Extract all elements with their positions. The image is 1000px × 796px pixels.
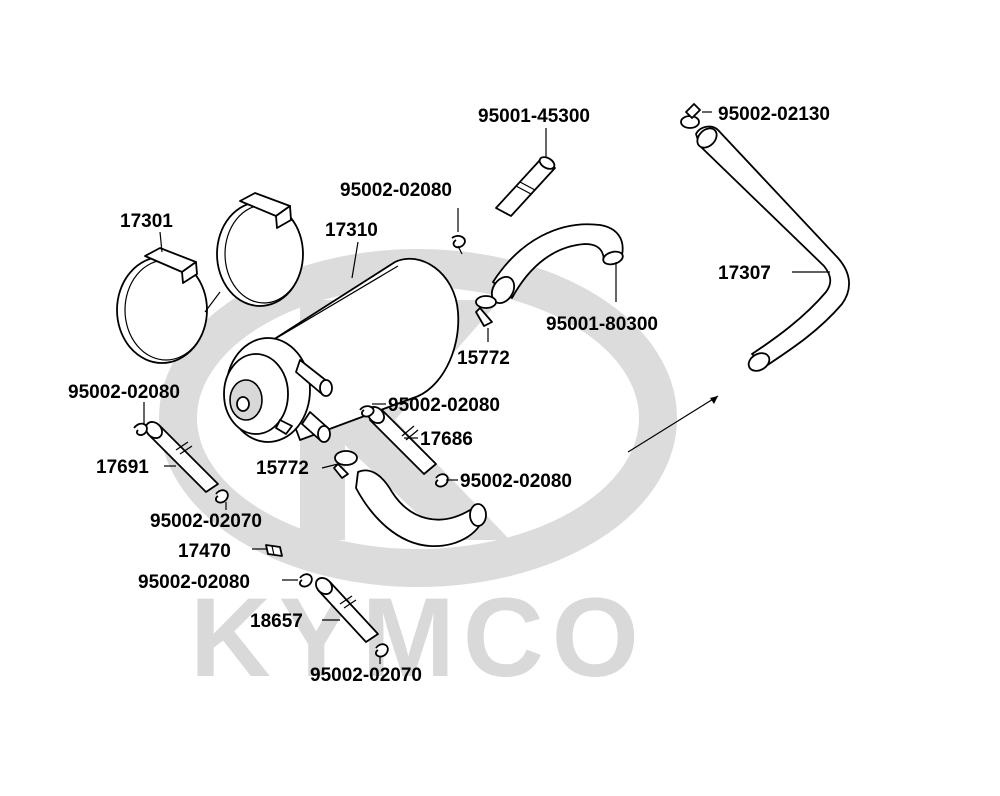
hose-clip-95002-02070-b xyxy=(375,643,389,658)
tube-17691 xyxy=(145,421,219,493)
label-95002-02070-b: 95002-02070 xyxy=(310,665,422,686)
label-17307: 17307 xyxy=(718,263,771,284)
part-number-labels: 17301 17310 95002-02080 95001-45300 9500… xyxy=(68,104,830,686)
label-95002-02080-low: 95002-02080 xyxy=(138,572,250,593)
arrow-head-17307 xyxy=(710,396,718,404)
label-15772-mid: 15772 xyxy=(256,458,309,479)
label-95002-02080-mid: 95002-02080 xyxy=(388,395,500,416)
clip-15772-mid xyxy=(333,450,358,479)
label-18657: 18657 xyxy=(250,611,303,632)
label-95002-02080-left: 95002-02080 xyxy=(68,382,180,403)
tube-95001-45300 xyxy=(495,156,556,217)
label-95002-02130: 95002-02130 xyxy=(718,104,830,125)
label-17301: 17301 xyxy=(120,211,173,232)
hose-clip-left xyxy=(133,422,148,436)
hose-lower-curved xyxy=(355,469,487,547)
label-95002-02080-right: 95002-02080 xyxy=(460,471,572,492)
tube-18657 xyxy=(315,577,379,643)
label-17310: 17310 xyxy=(325,220,378,241)
hose-17307 xyxy=(695,125,850,372)
label-95001-45300: 95001-45300 xyxy=(478,106,590,127)
label-15772-top: 15772 xyxy=(457,348,510,369)
hose-clip-low xyxy=(299,573,313,588)
band-clamp-front xyxy=(116,247,208,364)
canister-body xyxy=(223,257,460,443)
arrow-line-17307 xyxy=(627,395,719,453)
hose-clip-95002-02070-a xyxy=(215,489,229,504)
hose-clip-95002-02130 xyxy=(680,103,701,129)
label-17691: 17691 xyxy=(96,457,149,478)
label-17686: 17686 xyxy=(420,429,473,450)
fitting-17470 xyxy=(265,544,283,557)
label-17470: 17470 xyxy=(178,541,231,562)
hose-clip-right xyxy=(435,473,449,488)
band-clamp-rear xyxy=(204,192,304,313)
hose-clip-mid xyxy=(359,405,375,418)
label-95002-02080-top: 95002-02080 xyxy=(340,180,452,201)
label-95001-80300: 95001-80300 xyxy=(546,314,658,335)
watermark-brand-text: KYMCO xyxy=(190,575,647,700)
leader-lines xyxy=(143,111,830,664)
clip-15772-top xyxy=(475,295,497,327)
hose-clip-top xyxy=(451,234,466,255)
label-95002-02070-a: 95002-02070 xyxy=(150,511,262,532)
